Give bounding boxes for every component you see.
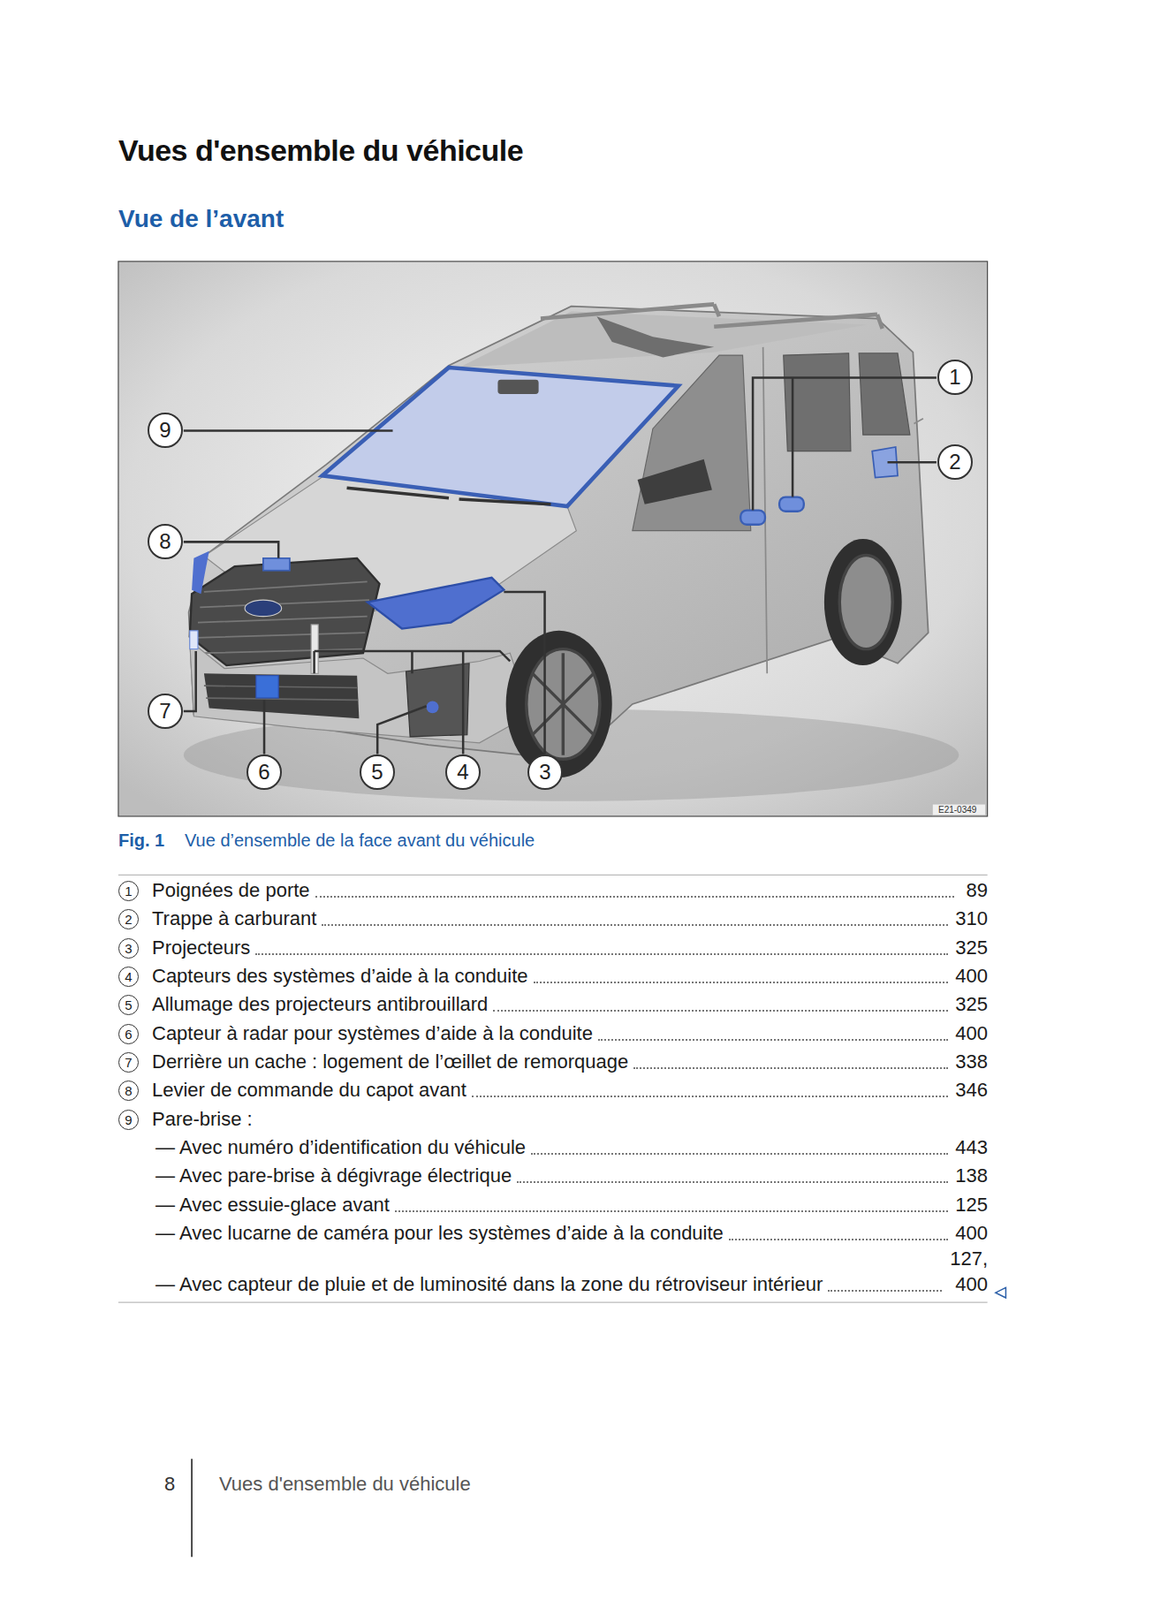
callout-number: 5 (359, 754, 395, 790)
image-code: E21-0349 (938, 804, 977, 815)
item-number: 5 (118, 994, 139, 1016)
dot-leader (530, 1152, 949, 1155)
item-text: — Avec numéro d’identification du véhicu… (155, 1136, 526, 1160)
item-number: 3 (118, 938, 139, 959)
dot-leader (533, 981, 949, 984)
page-number: 346 (955, 1078, 988, 1102)
page-title: Vues d'ensemble du véhicule (118, 133, 524, 168)
item-text: Capteurs des systèmes d’aide à la condui… (151, 964, 529, 988)
callout-number: 8 (147, 523, 183, 560)
page-number: 310 (955, 907, 988, 931)
figure-caption: Vue d’ensemble de la face avant du véhic… (184, 830, 535, 851)
table-row: 8 Levier de commande du capot avant 346 (118, 1076, 988, 1105)
dot-leader (394, 1210, 949, 1213)
callout-number: 7 (147, 693, 183, 729)
callout-number: 2 (937, 444, 973, 480)
item-number: 2 (118, 909, 139, 930)
page-number: 443 (955, 1136, 988, 1160)
item-number: 1 (118, 880, 139, 902)
callout-number: 1 (937, 359, 973, 395)
callout-number: 3 (527, 754, 563, 790)
item-text: Trappe à carburant (151, 907, 317, 931)
table-row: 1 Poignées de porte 89 (118, 876, 988, 905)
item-number: 4 (118, 966, 139, 987)
table-row: — Avec capteur de pluie et de luminosité… (118, 1245, 988, 1297)
dot-leader (492, 1009, 949, 1012)
table-row: 4 Capteurs des systèmes d’aide à la condu… (118, 962, 988, 991)
item-text: Capteur à radar pour systèmes d’aide à l… (151, 1022, 593, 1046)
table-row: 3 Projecteurs 325 (118, 933, 988, 963)
item-number: 8 (118, 1080, 139, 1101)
item-text: — Avec lucarne de caméra pour les systèm… (155, 1221, 724, 1245)
running-footer: Vues d'ensemble du véhicule (219, 1472, 471, 1496)
page-number-footer: 8 (164, 1472, 175, 1496)
dot-leader (255, 953, 949, 956)
item-text: Levier de commande du capot avant (151, 1078, 467, 1102)
item-number: 9 (118, 1109, 139, 1131)
dot-leader (598, 1039, 949, 1041)
dot-leader (471, 1095, 949, 1098)
table-row: 9 Pare-brise : (118, 1105, 988, 1134)
item-text: Derrière un cache : logement de l’œillet… (151, 1050, 629, 1074)
table-row: 6 Capteur à radar pour systèmes d’aide à … (118, 1019, 988, 1048)
item-text: Pare-brise : (151, 1107, 253, 1131)
item-text: — Avec pare-brise à dégivrage électrique (155, 1164, 512, 1188)
page-number: 127, 400 (948, 1245, 988, 1297)
table-row: 7 Derrière un cache : logement de l’œille… (118, 1047, 988, 1077)
item-text: Projecteurs (151, 936, 251, 960)
page-number: 400 (955, 1221, 988, 1245)
section-heading: Vue de l’avant (118, 204, 284, 234)
page-number: 400 (955, 1022, 988, 1046)
page-number: 325 (955, 993, 988, 1017)
page-number: 400 (955, 964, 988, 988)
item-text: Allumage des projecteurs antibrouillard (151, 993, 488, 1017)
dot-leader (315, 895, 955, 898)
table-row: 5 Allumage des projecteurs antibrouillard… (118, 990, 988, 1019)
leader-lines (183, 378, 937, 755)
page-number: 89 (961, 879, 988, 903)
item-text: — Avec capteur de pluie et de luminosité… (155, 1271, 823, 1297)
dot-leader (827, 1289, 942, 1292)
table-row: — Avec lucarne de caméra pour les systèm… (118, 1219, 988, 1248)
page-number: 125 (955, 1193, 988, 1217)
table-row: 2 Trappe à carburant 310 (118, 904, 988, 933)
dot-leader (633, 1067, 949, 1070)
item-number: 6 (118, 1023, 139, 1045)
table-row: — Avec pare-brise à dégivrage électrique… (118, 1161, 988, 1191)
table-row: — Avec essuie-glace avant 125 (118, 1190, 988, 1220)
callout-number: 9 (147, 412, 183, 448)
dot-leader (728, 1238, 949, 1241)
item-text: — Avec essuie-glace avant (155, 1193, 390, 1217)
page-number: 138 (955, 1164, 988, 1188)
item-text: Poignées de porte (151, 879, 311, 903)
item-number: 7 (118, 1052, 139, 1073)
page-number: 325 (955, 936, 988, 960)
figure-number: Fig. 1 (118, 830, 165, 851)
dot-leader (516, 1181, 949, 1184)
dot-leader (321, 924, 949, 926)
callout-number: 6 (246, 754, 282, 790)
callout-number: 4 (445, 754, 481, 790)
page-number: 338 (955, 1050, 988, 1074)
table-row: — Avec numéro d’identification du véhicu… (118, 1133, 988, 1162)
